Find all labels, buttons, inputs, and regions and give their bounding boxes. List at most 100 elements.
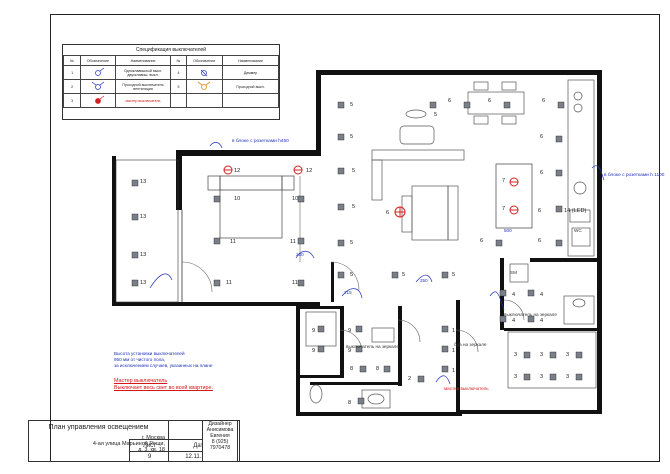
ceiling-light-icon: [441, 325, 449, 333]
ceiling-light-icon: [213, 237, 221, 245]
label-3: 3: [540, 374, 543, 380]
date-value: 12.11.2017: [169, 451, 231, 462]
label-5: 5: [402, 272, 405, 278]
group-labels: 13 13 13 13 12 12 10 10 11 11 11 11 5 5 …: [140, 98, 587, 406]
label-5: 5: [352, 204, 355, 210]
master-note-line: Мастер выключатель: [114, 378, 168, 384]
ceiling-light-icon: [297, 279, 305, 287]
height-note-line: за исключением случаев, указанных на пла…: [114, 363, 213, 368]
spec-num: [170, 93, 187, 108]
ceiling-light-icon: [555, 205, 563, 213]
ceiling-light-icon: [555, 239, 563, 247]
annotation-box-top: в блоке с розетками h450: [232, 138, 289, 144]
address-street: 4-ая улица Марьиной Рощи,: [92, 441, 165, 447]
label-11: 11: [230, 239, 236, 245]
label-13: 13: [140, 179, 146, 185]
date-label: Дата: [169, 439, 231, 451]
designer-role: Дизайнер: [208, 421, 232, 427]
label-14-led: 14 (LED): [564, 208, 587, 214]
ceiling-light-icon: [337, 133, 345, 141]
spec-num: 4: [170, 65, 187, 80]
label-10: 10: [234, 196, 240, 202]
annotation-wc: WC: [574, 228, 582, 233]
chandeliers: [94, 108, 519, 218]
label-11: 11: [226, 280, 232, 286]
ceiling-light-icon: [503, 101, 511, 109]
spec-empty: [185, 93, 224, 108]
spec-row: 2 Проходной выключатель вентиляция 5 Про…: [62, 79, 279, 94]
ceiling-light-icon: [417, 375, 425, 383]
ceiling-light-icon: [575, 373, 583, 381]
dark-annotations: выключатель на зеркале выключатель на зе…: [346, 228, 582, 349]
height-note-line: 950 мм от чистого пола,: [114, 357, 166, 362]
address: г. Москва 4-ая улица Марьиной Рощи, д. 3…: [93, 435, 165, 453]
height-note: Высота установки выключателей 950 мм от …: [114, 351, 212, 369]
kitchen-counter: [567, 79, 595, 257]
address-apt: д. 3, кв. 18: [138, 447, 165, 453]
spec-header: Наименование: [114, 55, 172, 66]
spec-name: мастер выключатель: [114, 93, 172, 108]
ceiling-light-icon: [463, 101, 471, 109]
ceiling-light-icon: [527, 315, 535, 323]
label-6: 6: [538, 208, 541, 214]
annotation-master: мастер выключатель: [444, 386, 489, 391]
label-6: 6: [542, 98, 545, 104]
label-5: 5: [352, 168, 355, 174]
spec-header: Наименование: [222, 55, 279, 66]
ceiling-light-icon: [555, 169, 563, 177]
ceiling-light-icon: [527, 289, 535, 297]
label-6: 6: [488, 98, 491, 104]
bathroom-fixtures: [305, 263, 597, 409]
label-7: 7: [502, 178, 505, 184]
annotation-box-right: в блоке с розетками h 1100: [604, 172, 665, 178]
dimmer-symbol-icon: [185, 65, 224, 80]
ceiling-light-icon: [355, 345, 363, 353]
spec-title: Спецификация выключателей: [135, 47, 207, 53]
spec-num: 1: [62, 65, 82, 80]
spec-header-row: № Обозначение Наименование № Обозначение…: [62, 55, 279, 66]
ceiling-light-icon: [359, 365, 367, 373]
switch-wires: [149, 142, 605, 385]
label-3: 3: [540, 352, 543, 358]
label-12: 12: [306, 168, 312, 174]
ceiling-light-icon: [131, 251, 139, 259]
annotation-mirror-3: бра на зеркале: [454, 342, 487, 347]
label-6: 6: [480, 238, 483, 244]
label-13: 13: [140, 280, 146, 286]
ceiling-light-icon: [131, 279, 139, 287]
ceiling-lights: [131, 101, 583, 405]
designer-phone: 7970478: [209, 445, 231, 451]
ceiling-light-icon: [549, 373, 557, 381]
designer-firstname: Евгения: [210, 433, 230, 439]
ceiling-light-icon: [357, 397, 365, 405]
label-3: 3: [514, 352, 517, 358]
ceiling-light-icon: [131, 179, 139, 187]
spec-num: 3: [62, 93, 82, 108]
spec-name: Проходной выкл.: [222, 79, 279, 94]
spec-name: Диммер: [222, 65, 279, 80]
label-6: 6: [448, 98, 451, 104]
spec-header: №: [170, 55, 187, 66]
kitchen-island: [495, 163, 533, 229]
label-9: 9: [312, 348, 315, 354]
master-note-line: Выключает весь свет во всей квартире.: [114, 385, 213, 391]
label-5: 5: [452, 272, 455, 278]
dim-230: 230: [296, 252, 304, 257]
label-9: 9: [348, 328, 351, 334]
dim-500: 500: [504, 228, 512, 233]
label-6: 6: [538, 238, 541, 244]
sheet-label: Лист: [129, 439, 169, 451]
ceiling-light-icon: [441, 365, 449, 373]
designer-stamp: Дизайнер Анисимова Евгения 8 (925) 79704…: [202, 420, 238, 462]
label-2: 2: [408, 376, 411, 382]
title-block-main: План управления освещением г. Москва 4-а…: [29, 421, 169, 461]
sheet-frame: [50, 14, 660, 462]
ceiling-light-icon: [297, 195, 305, 203]
pass-switch-symbol-icon: [80, 79, 116, 94]
balcony-outline: [115, 159, 179, 303]
label-1: 1: [452, 348, 455, 354]
label-5: 5: [350, 102, 353, 108]
ceiling-light-icon: [429, 101, 437, 109]
